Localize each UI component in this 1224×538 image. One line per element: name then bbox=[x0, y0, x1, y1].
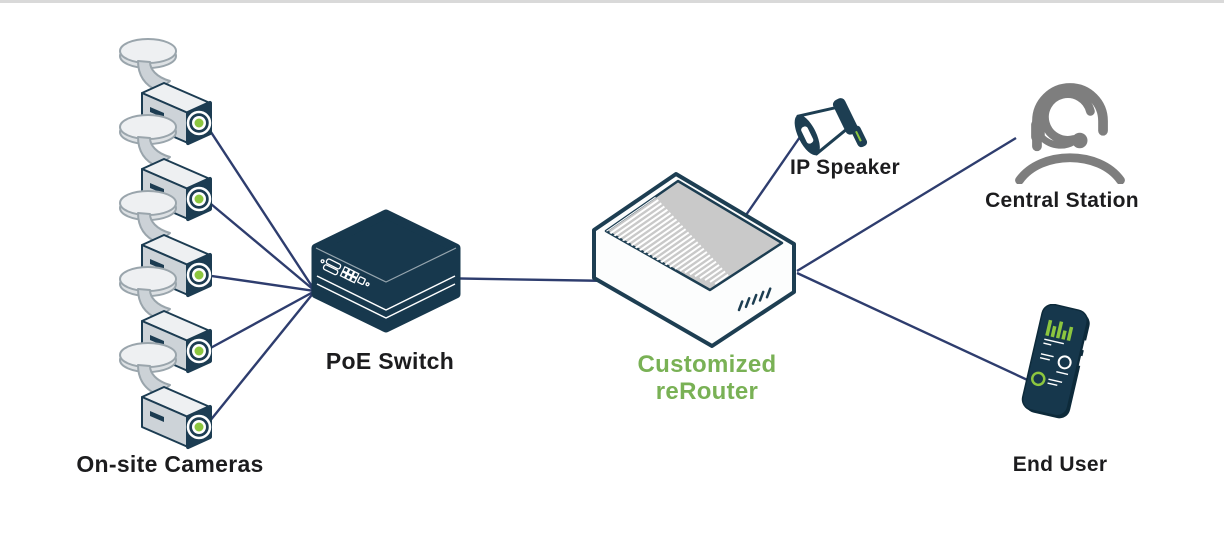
smartphone-icon bbox=[1021, 303, 1090, 419]
connection-camera-2-poe-switch bbox=[204, 198, 316, 292]
ip-speaker-device bbox=[790, 84, 882, 163]
megaphone-icon bbox=[794, 98, 868, 156]
connection-camera-1-poe-switch bbox=[203, 122, 317, 292]
top-divider bbox=[0, 0, 1224, 3]
rerouter-label-line2: reRouter bbox=[655, 377, 759, 405]
end-user-label: End User bbox=[1012, 453, 1108, 476]
connection-camera-3-poe-switch bbox=[204, 273, 316, 293]
network-switch-icon bbox=[311, 209, 461, 333]
rerouter-label-line1: Customized bbox=[637, 351, 777, 378]
connection-poe-switch-rerouter bbox=[429, 276, 615, 283]
connection-camera-5-poe-switch bbox=[204, 290, 316, 428]
support-agent-icon bbox=[1015, 83, 1125, 185]
connection-rerouter-central-station bbox=[796, 136, 1017, 273]
poe-switch-device bbox=[306, 208, 466, 348]
rerouter-label: Customized reRouter bbox=[612, 351, 802, 406]
cameras-label: On-site Cameras bbox=[76, 451, 264, 477]
ip-speaker-label: IP Speaker bbox=[789, 156, 901, 179]
router-icon bbox=[592, 172, 796, 348]
central-station-label: Central Station bbox=[985, 189, 1139, 212]
rerouter-device bbox=[588, 170, 800, 357]
poe-switch-label: PoE Switch bbox=[325, 348, 455, 374]
central-station-device bbox=[1002, 62, 1138, 189]
end-user-device bbox=[1014, 303, 1094, 429]
connection-camera-4-poe-switch bbox=[204, 289, 316, 353]
connection-rerouter-end-user bbox=[796, 271, 1035, 385]
connection-rerouter-ip-speaker bbox=[745, 133, 803, 216]
